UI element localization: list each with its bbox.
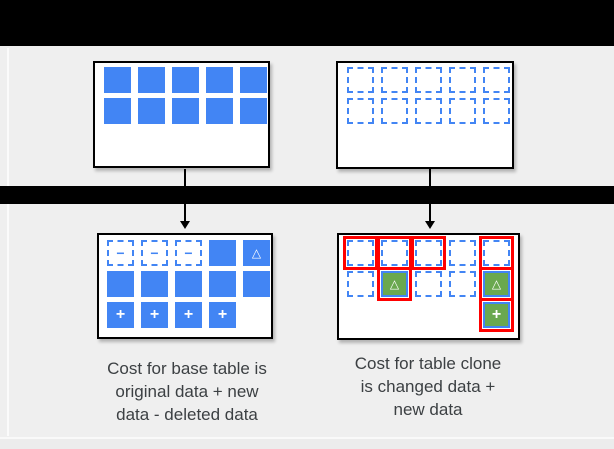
- block-empty: [347, 67, 374, 93]
- block-new: +: [141, 302, 168, 328]
- block-data: [172, 98, 199, 124]
- block-empty: [415, 98, 442, 124]
- block-data: [209, 271, 236, 297]
- block-empty: [347, 271, 374, 297]
- minus-icon: −: [116, 245, 125, 261]
- block-empty: [449, 240, 476, 266]
- block-data: [172, 67, 199, 93]
- triangle-icon: △: [251, 246, 262, 260]
- block-data: [107, 271, 134, 297]
- frame-edge-bottom: [0, 437, 614, 439]
- plus-icon: +: [217, 305, 228, 323]
- block-empty: [449, 67, 476, 93]
- plus-icon: +: [491, 305, 502, 323]
- block-empty: [381, 98, 408, 124]
- clone-table-after-box: △ △ +: [337, 233, 520, 340]
- block-data: [240, 98, 267, 124]
- block-empty: [483, 240, 510, 266]
- block-empty: [347, 240, 374, 266]
- block-data: [240, 67, 267, 93]
- caption-base-table-cost: Cost for base table is original data + n…: [107, 359, 267, 424]
- block-changed: △: [483, 271, 510, 297]
- arrow-head-icon: [180, 221, 190, 229]
- block-data: [138, 98, 165, 124]
- block-empty: [449, 98, 476, 124]
- block-empty: [381, 67, 408, 93]
- block-deleted: −: [141, 240, 168, 266]
- block-new: +: [175, 302, 202, 328]
- block-data: [209, 240, 236, 266]
- frame-edge-below: [0, 439, 614, 449]
- arrow-head-icon: [425, 221, 435, 229]
- block-empty: [483, 98, 510, 124]
- block-deleted: −: [107, 240, 134, 266]
- block-changed: △: [243, 240, 270, 266]
- block-new: +: [107, 302, 134, 328]
- caption-clone-table-cost: Cost for table clone is changed data + n…: [354, 354, 502, 419]
- block-data: [141, 271, 168, 297]
- plus-icon: +: [115, 305, 126, 323]
- block-empty: [483, 67, 510, 93]
- block-new: +: [483, 302, 510, 328]
- block-empty: [415, 271, 442, 297]
- block-empty: [347, 98, 374, 124]
- plus-icon: +: [149, 305, 160, 323]
- block-data: [104, 67, 131, 93]
- triangle-icon: △: [491, 277, 502, 291]
- block-data: [243, 271, 270, 297]
- redaction-bar-top: [0, 0, 614, 46]
- block-data: [138, 67, 165, 93]
- minus-icon: −: [184, 245, 193, 261]
- clone-table-original-box: [336, 61, 514, 169]
- block-empty: [381, 240, 408, 266]
- block-empty: [415, 240, 442, 266]
- plus-icon: +: [183, 305, 194, 323]
- block-empty: [415, 67, 442, 93]
- base-table-original-box: [93, 61, 270, 168]
- block-data: [206, 67, 233, 93]
- redaction-bar-middle: [0, 186, 614, 204]
- block-data: [206, 98, 233, 124]
- minus-icon: −: [150, 245, 159, 261]
- triangle-icon: △: [389, 277, 400, 291]
- block-data: [175, 271, 202, 297]
- block-new: +: [209, 302, 236, 328]
- base-table-after-box: − − − △ + + + +: [97, 233, 273, 339]
- block-deleted: −: [175, 240, 202, 266]
- block-empty: [449, 271, 476, 297]
- block-changed: △: [381, 271, 408, 297]
- block-data: [104, 98, 131, 124]
- frame-edge-left: [7, 48, 9, 436]
